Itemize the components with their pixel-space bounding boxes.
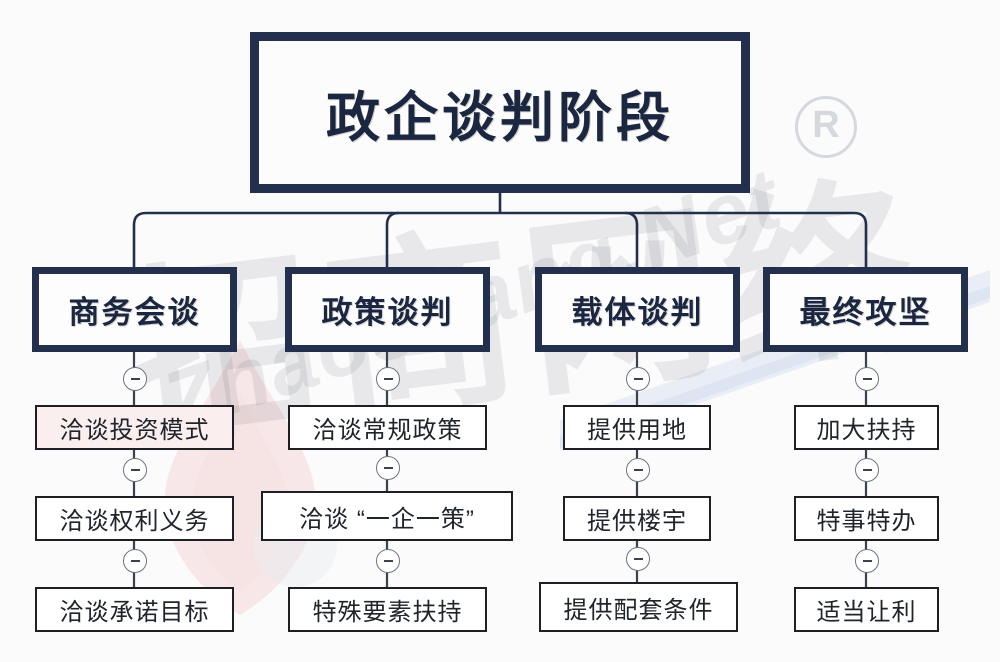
leaf-node-label: 特事特办 [816,508,917,535]
branch-node-final-push[interactable]: 最终攻坚 [763,267,968,352]
collapse-minus-icon[interactable] [855,458,879,482]
branch-node-label: 政策谈判 [321,295,454,330]
leaf-node[interactable]: 特事特办 [794,496,939,541]
collapse-minus-icon[interactable] [376,549,400,573]
leaf-node-label: 洽谈 “一企一策” [299,505,475,533]
branch-node-label: 商务会谈 [68,295,201,330]
leaf-node-label: 适当让利 [816,599,917,626]
collapse-minus-icon[interactable] [855,549,879,573]
leaf-node[interactable]: 提供楼宇 [563,496,711,541]
collapse-minus-icon[interactable] [123,549,147,573]
leaf-node[interactable]: 特殊要素扶持 [288,587,487,632]
leaf-node-label: 提供用地 [587,417,687,444]
collapse-minus-icon[interactable] [626,367,650,391]
leaf-node-label: 洽谈承诺目标 [59,599,210,626]
leaf-node[interactable]: 洽谈权利义务 [35,496,234,541]
leaf-node-label: 洽谈投资模式 [59,417,210,444]
leaf-node-label: 加大扶持 [816,417,917,444]
branch-node-label: 载体谈判 [571,295,704,330]
branch-node-business-talks[interactable]: 商务会谈 [32,267,237,352]
leaf-node[interactable]: 加大扶持 [794,405,939,450]
collapse-minus-icon[interactable] [123,458,147,482]
branch-node-carrier-negotiation[interactable]: 载体谈判 [535,267,740,352]
collapse-minus-icon[interactable] [855,367,879,391]
collapse-minus-icon[interactable] [376,367,400,391]
leaf-node[interactable]: 洽谈承诺目标 [35,587,234,632]
leaf-node-label: 特殊要素扶持 [312,599,463,626]
leaf-node[interactable]: 洽谈 “一企一策” [261,491,513,541]
branch-node-label: 最终攻坚 [799,295,932,330]
collapse-minus-icon[interactable] [626,547,650,571]
leaf-node-label: 洽谈权利义务 [59,508,210,535]
leaf-node[interactable]: 提供配套条件 [539,582,738,632]
leaf-node[interactable]: 适当让利 [794,587,939,632]
collapse-minus-icon[interactable] [626,458,650,482]
collapse-minus-icon[interactable] [123,367,147,391]
root-node[interactable]: 政企谈判阶段 [250,32,750,193]
leaf-node-label: 洽谈常规政策 [312,417,463,444]
leaf-node-label: 提供楼宇 [587,508,687,535]
leaf-node[interactable]: 洽谈常规政策 [288,405,487,450]
leaf-node-label: 提供配套条件 [563,596,714,624]
branch-node-policy-negotiation[interactable]: 政策谈判 [285,267,490,352]
branch-stems [132,352,868,587]
root-node-label: 政企谈判阶段 [326,88,674,148]
collapse-minus-icon[interactable] [376,456,400,480]
leaf-node[interactable]: 提供用地 [563,405,711,450]
registered-trademark-icon: R [795,96,857,158]
leaf-node[interactable]: 洽谈投资模式 [35,405,234,450]
